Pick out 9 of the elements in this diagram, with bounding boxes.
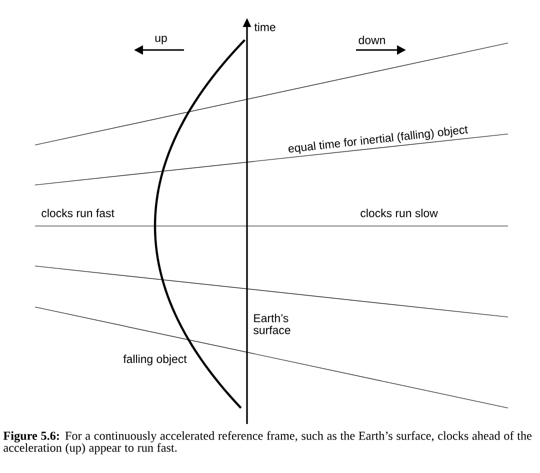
direction-label: down [358,36,385,44]
region-label: clocks run fast [42,208,114,218]
figure-caption: Figure 5.6: For a continuously accelerated reference frame, such as the Earth’s surface, clocks ahead of the acceleration (up) appear to run fast. [3,431,532,454]
curve-label: falling object [123,354,187,366]
region-label: clocks run slow [360,208,438,218]
axis-label: Earth’s surface [254,314,290,334]
direction-label: up [155,36,167,44]
axis-label: time [254,22,276,32]
line-label: equal time for inertial (falling) object [288,126,468,154]
